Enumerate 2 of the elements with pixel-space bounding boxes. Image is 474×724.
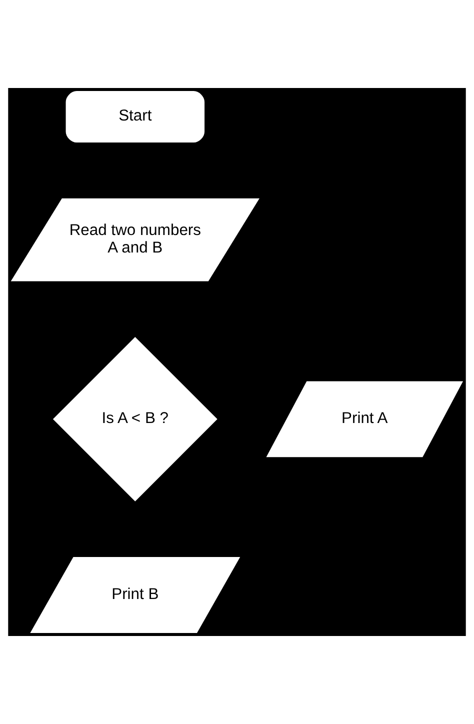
node-box: Start bbox=[66, 91, 205, 143]
node-diamond: Is A < B ? bbox=[52, 336, 218, 502]
